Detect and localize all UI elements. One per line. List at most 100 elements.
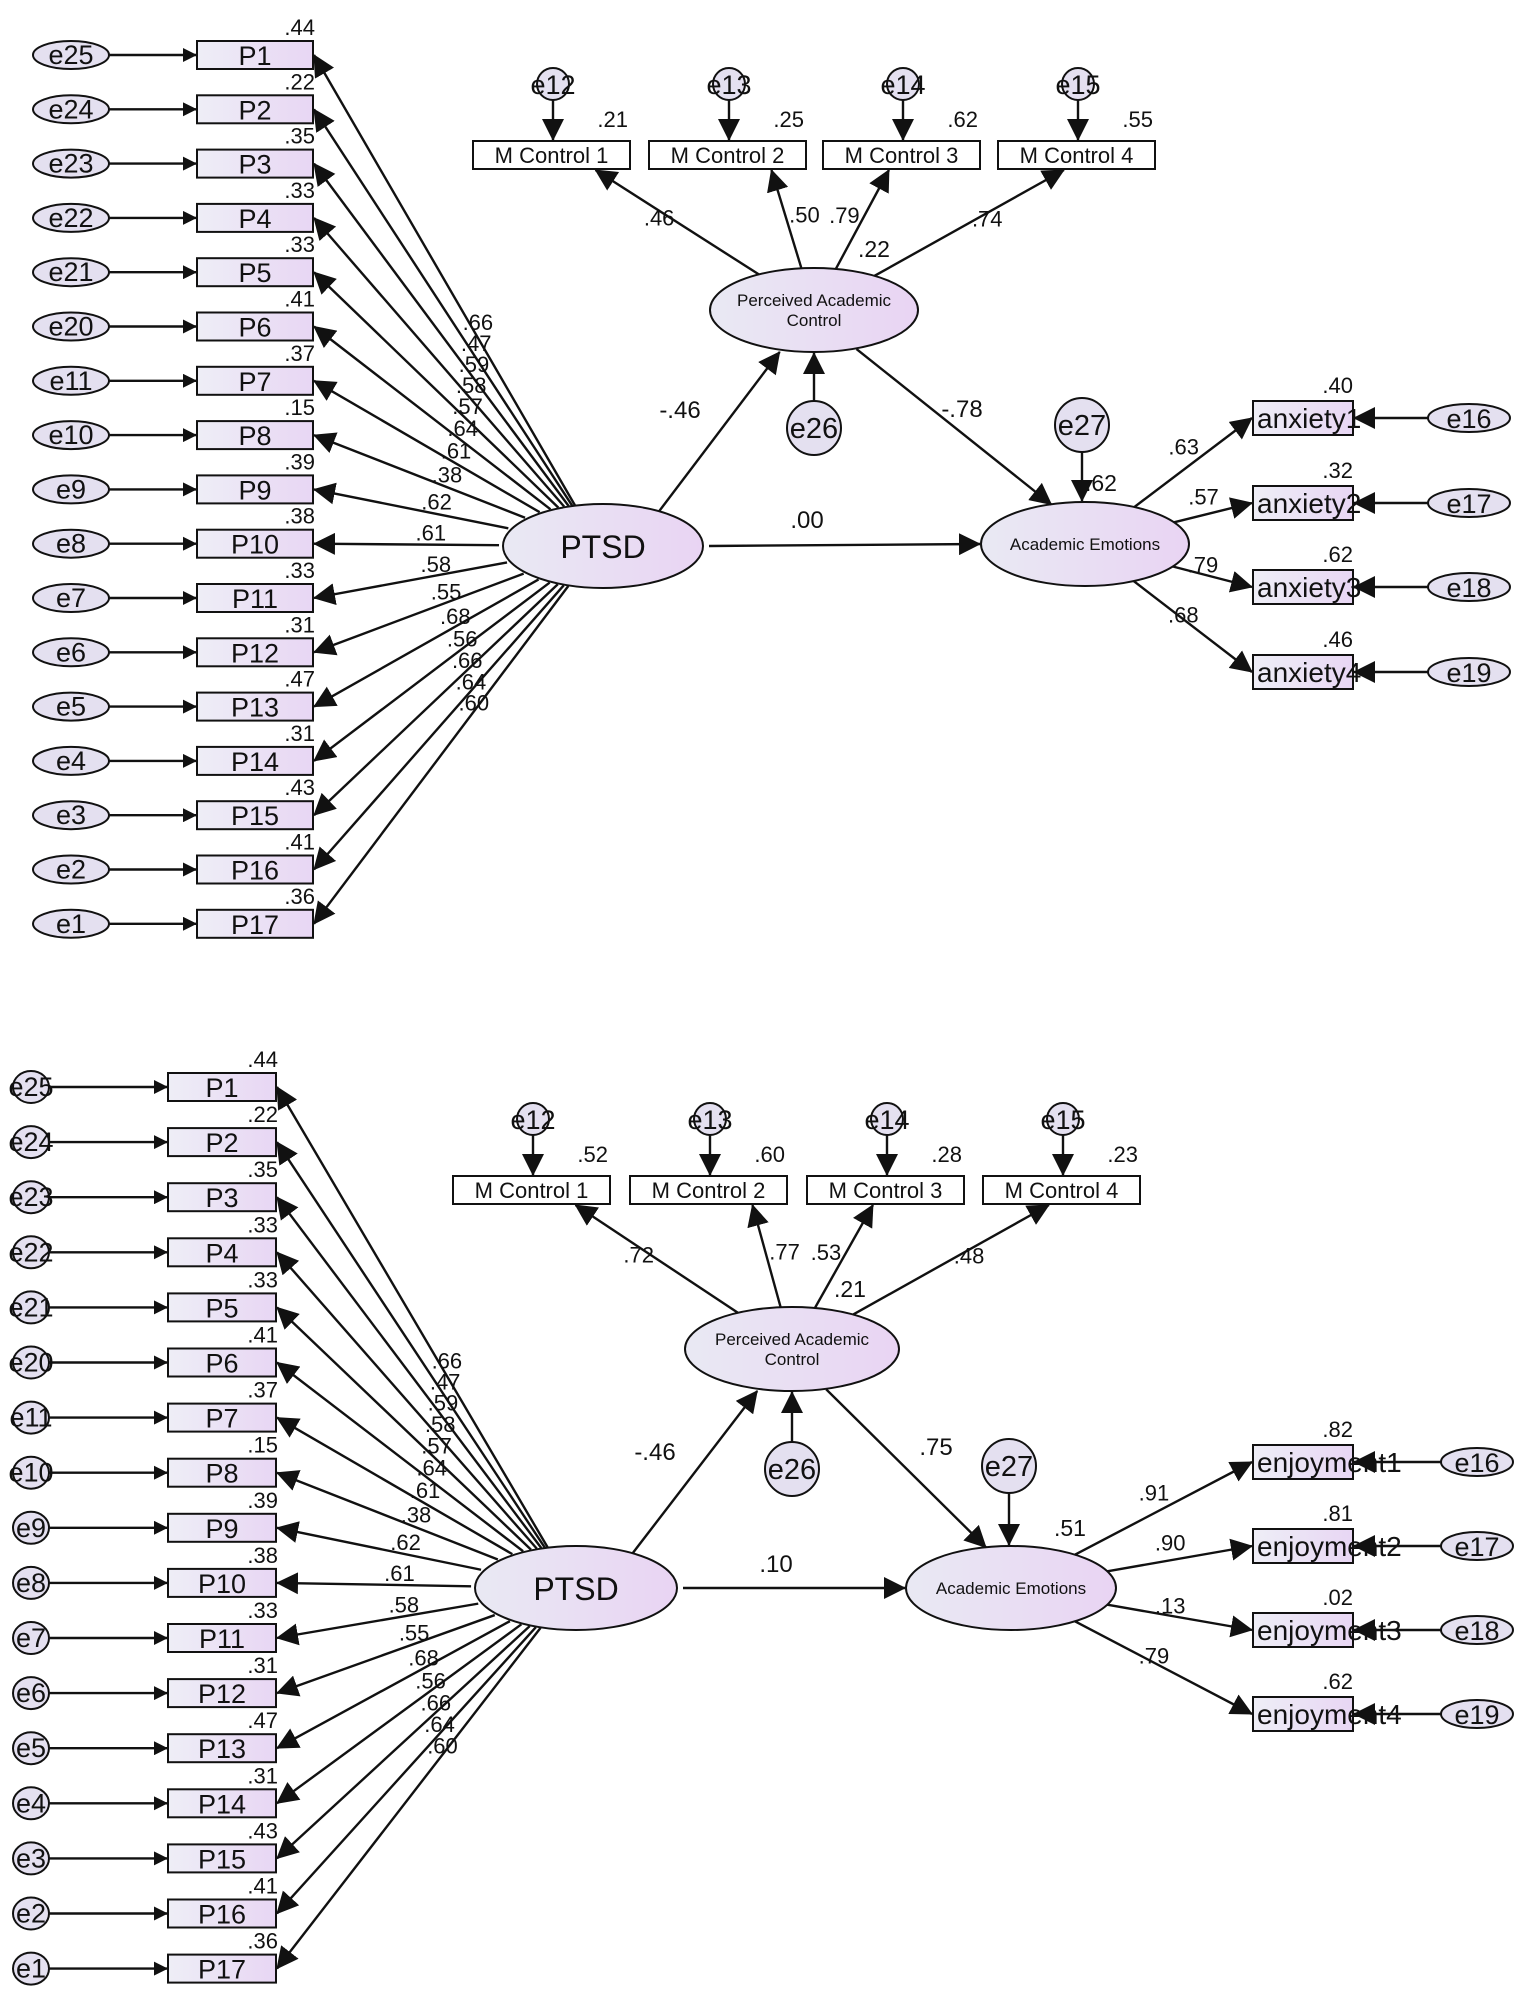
error-label: e8 bbox=[56, 529, 86, 559]
error-label: e12 bbox=[510, 1105, 555, 1135]
loading-value: .58 bbox=[389, 1593, 420, 1618]
latent-ellipse bbox=[474, 1545, 678, 1631]
path-coefficient: -.46 bbox=[634, 1439, 675, 1466]
r-squared: .33 bbox=[247, 1267, 278, 1292]
loading-path bbox=[873, 168, 1065, 277]
observed-box bbox=[196, 854, 314, 885]
path-coefficient: -.46 bbox=[659, 397, 700, 424]
indicator-label: P7 bbox=[205, 1404, 238, 1434]
indicator-label: M Control 3 bbox=[829, 1178, 943, 1203]
loading-path bbox=[1107, 1538, 1253, 1573]
loading-value: .64 bbox=[447, 416, 478, 441]
observed-box bbox=[167, 1182, 277, 1213]
r-squared: .02 bbox=[1322, 1585, 1353, 1610]
indicator-label: anxiety2 bbox=[1257, 488, 1361, 519]
indicator-label: P4 bbox=[205, 1238, 238, 1268]
error-label: e4 bbox=[56, 746, 86, 776]
error-label: e23 bbox=[48, 149, 93, 179]
loading-path bbox=[313, 162, 570, 507]
loading-value: .58 bbox=[425, 1412, 456, 1437]
structural-paths: -.46-.78.00 bbox=[657, 348, 1053, 556]
error-label: e9 bbox=[16, 1513, 46, 1543]
r-squared: .62 bbox=[947, 107, 978, 132]
indicator-label: P15 bbox=[198, 1844, 246, 1874]
error-label: e18 bbox=[1454, 1616, 1499, 1646]
loading-value: .47 bbox=[461, 331, 492, 356]
observed-box bbox=[1252, 1444, 1354, 1480]
loading-path bbox=[1133, 417, 1253, 508]
latent-label: PTSD bbox=[560, 529, 645, 565]
observed-box bbox=[196, 40, 314, 70]
indicator-label: P7 bbox=[238, 367, 271, 397]
loading-value: .61 bbox=[416, 521, 447, 546]
r-squared: .31 bbox=[247, 1763, 278, 1788]
disturbance-label: e26 bbox=[790, 413, 838, 445]
loading-path bbox=[276, 1627, 542, 1970]
r-squared: .38 bbox=[247, 1543, 278, 1568]
r-squared: .62 bbox=[1085, 470, 1117, 496]
r-squared: .22 bbox=[858, 236, 890, 262]
observed-box bbox=[196, 148, 314, 179]
observed-box bbox=[1252, 569, 1354, 605]
loading-path bbox=[276, 1306, 532, 1551]
error-label: e1 bbox=[16, 1954, 46, 1984]
observed-box bbox=[648, 140, 807, 170]
loading-path bbox=[276, 1623, 523, 1805]
latent-label: Academic Emotions bbox=[1010, 535, 1160, 554]
loading-value: .61 bbox=[410, 1478, 441, 1503]
error-label: e19 bbox=[1446, 658, 1491, 688]
latent-label-line1: Perceived Academic bbox=[715, 1330, 870, 1349]
observed-box bbox=[196, 257, 314, 288]
path-coefficient: .10 bbox=[759, 1551, 792, 1578]
loading-value: .57 bbox=[452, 394, 483, 419]
observed-box bbox=[196, 745, 314, 776]
path-coefficient: .00 bbox=[790, 507, 823, 534]
error-label: e22 bbox=[48, 203, 93, 233]
indicator-label: P14 bbox=[231, 747, 279, 777]
error-label: e14 bbox=[864, 1105, 909, 1135]
loading-value: .38 bbox=[401, 1503, 432, 1528]
loading-path bbox=[276, 1626, 537, 1915]
r-squared: .47 bbox=[247, 1708, 278, 1733]
loading-path bbox=[1132, 580, 1253, 673]
error-label: e11 bbox=[49, 366, 92, 396]
loading-value: .56 bbox=[415, 1668, 446, 1693]
error-label: e25 bbox=[48, 40, 93, 70]
error-label: e15 bbox=[1055, 70, 1100, 100]
r-squared: .25 bbox=[773, 107, 804, 132]
observed-box bbox=[196, 583, 314, 613]
observed-box bbox=[196, 908, 314, 939]
loading-path bbox=[313, 271, 560, 509]
indicator-label: P9 bbox=[205, 1514, 238, 1544]
observed-box bbox=[167, 1457, 277, 1488]
observed-box bbox=[196, 420, 314, 451]
loading-value: .68 bbox=[408, 1645, 439, 1670]
observed-box bbox=[1252, 485, 1354, 521]
loading-value: .66 bbox=[463, 310, 494, 335]
error-label: e7 bbox=[16, 1623, 46, 1653]
r-squared: .39 bbox=[247, 1488, 278, 1513]
r-squared: .41 bbox=[247, 1323, 278, 1348]
loading-path bbox=[852, 1203, 1050, 1316]
observed-box bbox=[196, 691, 314, 722]
indicator-label: P5 bbox=[205, 1293, 238, 1323]
loading-value: .74 bbox=[972, 206, 1003, 231]
path-mediator-to-outcome bbox=[825, 1388, 987, 1549]
latent-ptsd: PTSD bbox=[474, 1545, 678, 1631]
r-squared: .52 bbox=[577, 1142, 608, 1167]
indicator-label: P13 bbox=[231, 693, 279, 723]
